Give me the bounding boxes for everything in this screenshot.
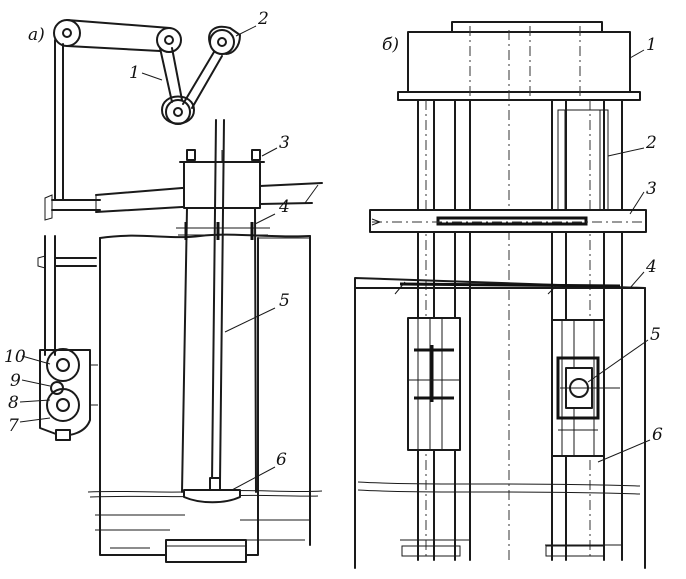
panel-b: б) 1 2 3 4 5 6	[354, 21, 663, 569]
guide-bar-3-b	[369, 209, 647, 233]
label-1-b: 1	[646, 35, 657, 55]
label-8-a: 8	[8, 393, 19, 413]
hopper-3-a	[179, 149, 265, 209]
columns-b	[417, 30, 623, 561]
label-4-a: 4	[278, 197, 290, 217]
left-column-a	[37, 194, 101, 441]
label-6-b: 6	[652, 425, 663, 445]
label-3-a: 3	[279, 133, 290, 153]
panel-a-title: а)	[28, 25, 45, 45]
label-3-b: 3	[646, 179, 657, 199]
leaders-a	[19, 25, 278, 491]
label-2-b: 2	[645, 133, 657, 153]
label-6-a: 6	[276, 450, 287, 470]
stack-right-b	[551, 319, 620, 457]
label-9-a: 9	[10, 371, 21, 391]
top-block-1-b	[397, 21, 641, 101]
label-2-a: 2	[257, 9, 269, 29]
tank-body-a	[87, 233, 323, 563]
label-4-b: 4	[645, 257, 657, 277]
stack-left-b	[407, 317, 461, 451]
panel-a: а) 1 2 3 4 5 6 7 8 9 10	[4, 9, 323, 563]
label-1-a: 1	[129, 63, 140, 83]
linkage-a	[53, 19, 241, 201]
label-5-b: 5	[650, 325, 661, 345]
rods-a	[176, 119, 270, 493]
label-10-a: 10	[4, 347, 26, 367]
tank-body-b	[354, 277, 646, 569]
label-5-a: 5	[279, 291, 290, 311]
leaders-b	[587, 49, 651, 463]
plunger-6-a	[183, 477, 241, 504]
label-7-a: 7	[8, 416, 19, 436]
panel-b-title: б)	[382, 35, 399, 55]
